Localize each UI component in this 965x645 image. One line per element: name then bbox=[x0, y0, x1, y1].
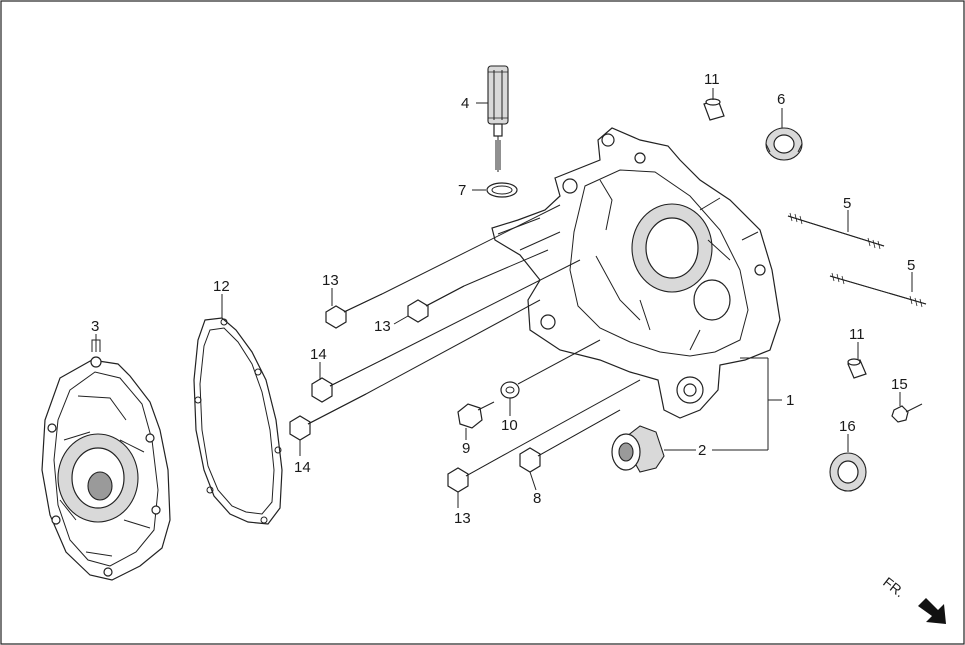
callout-1: 1 bbox=[786, 392, 794, 409]
callout-3: 3 bbox=[91, 318, 99, 335]
callout-8: 8 bbox=[533, 490, 541, 507]
callout-labels: 1 2 3 4 5 5 6 7 8 9 10 11 11 12 13 13 13… bbox=[91, 71, 915, 527]
callout-10: 10 bbox=[501, 417, 518, 434]
o-ring-part bbox=[486, 182, 518, 198]
callout-15: 15 bbox=[891, 376, 908, 393]
callout-5b: 5 bbox=[907, 257, 915, 274]
dowel-pin-upper-part bbox=[703, 98, 725, 121]
front-arrow-icon bbox=[918, 598, 946, 624]
callout-7: 7 bbox=[458, 182, 466, 199]
callout-16: 16 bbox=[839, 418, 856, 435]
orientation-indicator: FR. bbox=[880, 574, 946, 624]
bolt-8-part bbox=[519, 409, 621, 473]
callout-5a: 5 bbox=[843, 195, 851, 212]
callout-11a: 11 bbox=[704, 71, 720, 88]
dipstick-part bbox=[487, 65, 509, 172]
callout-13a: 13 bbox=[322, 272, 339, 289]
small-bolt-part bbox=[891, 403, 923, 423]
dowel-pin-lower-part bbox=[847, 358, 867, 379]
callout-14b: 14 bbox=[294, 459, 311, 476]
leader-lines bbox=[95, 88, 913, 508]
bolt-9-part bbox=[457, 401, 495, 429]
callout-2: 2 bbox=[698, 442, 706, 459]
stud-upper-part bbox=[787, 212, 885, 250]
callout-9: 9 bbox=[462, 440, 470, 457]
callout-13b: 13 bbox=[374, 318, 391, 335]
bushing-part bbox=[611, 425, 665, 473]
front-direction-label: FR. bbox=[880, 574, 908, 600]
callout-11b: 11 bbox=[849, 326, 865, 343]
stud-lower-part bbox=[829, 272, 927, 308]
oil-seal-upper-part bbox=[765, 127, 803, 161]
washer-10-part bbox=[500, 381, 520, 399]
bolt-13-upper-part bbox=[325, 293, 383, 329]
callout-13c: 13 bbox=[454, 510, 471, 527]
callout-6: 6 bbox=[777, 91, 785, 108]
oil-seal-lower-part bbox=[829, 452, 867, 492]
alignment-lines bbox=[365, 204, 641, 457]
left-cover-part bbox=[41, 339, 171, 581]
bolt-14-upper-part bbox=[311, 357, 387, 403]
bolt-14-lower-part bbox=[289, 393, 367, 441]
gasket-part bbox=[193, 317, 283, 525]
right-crankcase-part bbox=[491, 127, 781, 419]
bolt-13-mid-part bbox=[407, 285, 465, 323]
callout-4: 4 bbox=[461, 95, 469, 112]
callout-12: 12 bbox=[213, 278, 230, 295]
callout-14a: 14 bbox=[310, 346, 327, 363]
bolt-13-lower-part bbox=[447, 455, 503, 493]
